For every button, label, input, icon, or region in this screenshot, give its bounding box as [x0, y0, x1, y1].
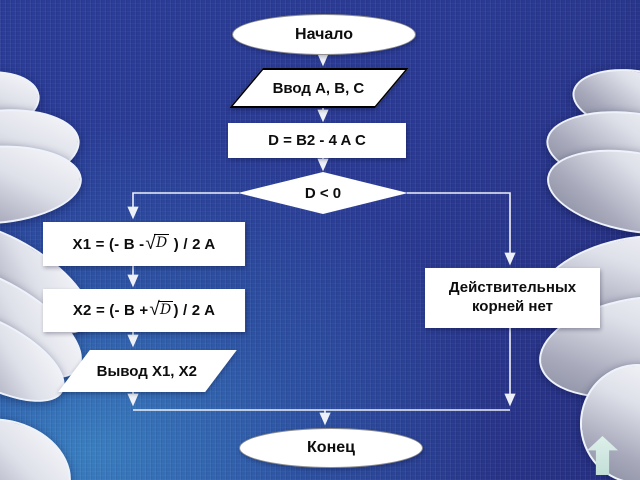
x1-prefix: X1 = (- B - — [72, 235, 145, 253]
discriminant-label: D = B2 - 4 A C — [268, 132, 366, 149]
decision-label: D < 0 — [304, 184, 342, 202]
no-roots-line1: Действительных — [448, 279, 577, 297]
x1-suffix: ) / 2 A — [169, 235, 216, 253]
input-label: Ввод A, B, C — [273, 79, 365, 97]
x2-prefix: X2 = (- B + — [72, 302, 149, 319]
x2-suffix: ) / 2 A — [173, 302, 216, 319]
start-label: Начало — [295, 25, 353, 43]
terminator-start: Начало — [232, 14, 416, 55]
connector-decision-x1 — [127, 192, 239, 220]
x2-radicand: D — [158, 300, 174, 318]
io-output: Вывод X1, X2 — [58, 350, 237, 392]
end-label: Конец — [307, 439, 355, 456]
process-discriminant: D = B2 - 4 A C — [228, 123, 406, 158]
process-x1: X1 = (- B - √ D ) / 2 A — [43, 222, 245, 266]
sqrt-icon: √ — [145, 232, 156, 254]
process-no-roots: Действительных корней нет — [425, 268, 600, 328]
no-roots-line2: корней нет — [472, 298, 553, 315]
terminator-end: Конец — [239, 428, 423, 468]
sqrt-icon: √ — [149, 299, 161, 320]
decorative-swirl-left-bottom — [0, 403, 84, 480]
x1-radicand: D — [153, 234, 170, 252]
process-x2: X2 = (- B + √ D ) / 2 A — [43, 289, 245, 332]
connector-decision-noroots — [407, 192, 516, 266]
output-label: Вывод X1, X2 — [97, 362, 198, 380]
io-input: Ввод A, B, C — [229, 68, 409, 108]
decision-d-less-zero: D < 0 — [238, 172, 408, 214]
